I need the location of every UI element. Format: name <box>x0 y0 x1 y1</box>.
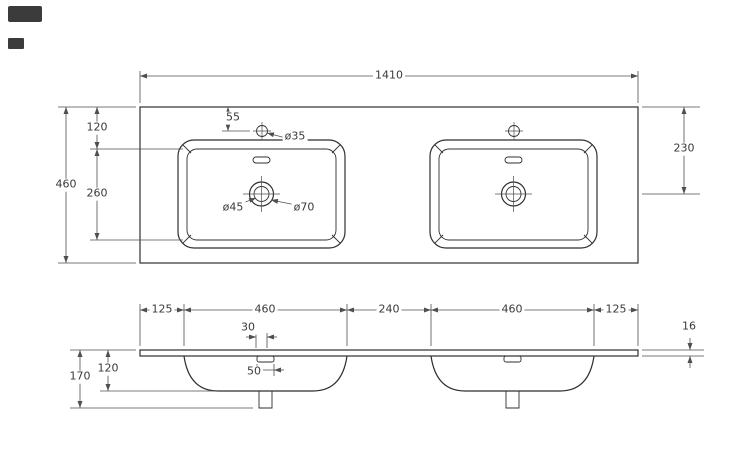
chained-extension-lines <box>139 304 639 346</box>
brand-logo-mark <box>8 6 42 22</box>
drain-center-extension-lines <box>642 106 700 195</box>
right-bowl-profile <box>430 355 595 392</box>
countertop-slab <box>139 349 639 357</box>
right-drain-centerlines <box>495 176 532 212</box>
front-view-dimensions <box>70 304 704 409</box>
right-basin-outer-rim <box>429 139 598 249</box>
right-basin-width-label: 460 <box>499 302 525 317</box>
brand-logo <box>8 6 42 49</box>
top-view <box>58 71 700 264</box>
left-overflow-slot <box>252 156 271 164</box>
left-bowl-profile <box>183 355 348 392</box>
basin-opening-label: 260 <box>84 186 110 201</box>
basin-depth-extension-lines <box>90 148 183 241</box>
left-drain-stub <box>258 391 273 409</box>
drain-width-label: 50 <box>245 364 263 379</box>
thickness-extension-lines <box>642 349 704 357</box>
brand-logo-submark <box>8 38 24 49</box>
right-basin-corner-lines <box>434 144 593 244</box>
edge-to-drain-label: 230 <box>671 141 697 156</box>
drain-outer-label: ø70 <box>291 200 317 215</box>
faucet-offset-label: 55 <box>224 110 242 125</box>
left-basin-width-label: 460 <box>252 302 278 317</box>
edge-to-basin-label: 120 <box>84 120 110 135</box>
right-drain-stub <box>505 391 520 409</box>
right-overhang-label: 125 <box>603 302 629 317</box>
height-extension-lines <box>70 349 253 409</box>
drain-inner-label: ø45 <box>220 200 246 215</box>
overall-depth-label: 460 <box>53 177 79 192</box>
front-view <box>70 304 704 409</box>
left-basin <box>177 122 346 249</box>
basin-depth-label: 120 <box>95 361 121 376</box>
total-height-label: 170 <box>67 369 93 384</box>
left-drain-centerlines <box>243 176 280 212</box>
right-basin <box>429 122 598 249</box>
overflow-width-label: 30 <box>239 320 257 335</box>
overall-width-label: 1410 <box>373 68 405 83</box>
top-thickness-label: 16 <box>680 319 698 334</box>
right-basin-inner-rim <box>438 148 589 241</box>
left-basin-outer-rim <box>177 139 346 249</box>
left-faucet-centerlines <box>253 122 271 140</box>
right-waste-slot <box>503 355 522 363</box>
right-overflow-slot <box>504 156 523 164</box>
left-basin-corner-lines <box>182 144 341 244</box>
right-faucet-centerlines <box>505 122 523 140</box>
countertop-outline <box>139 106 639 264</box>
left-overhang-label: 125 <box>149 302 175 317</box>
left-waste-slot <box>256 355 275 363</box>
faucet-diameter-label: ø35 <box>282 129 308 144</box>
center-gap-label: 240 <box>376 302 402 317</box>
top-view-dimensions <box>58 71 700 264</box>
overflow-extension-lines <box>255 333 268 348</box>
left-basin-inner-rim <box>186 148 337 241</box>
